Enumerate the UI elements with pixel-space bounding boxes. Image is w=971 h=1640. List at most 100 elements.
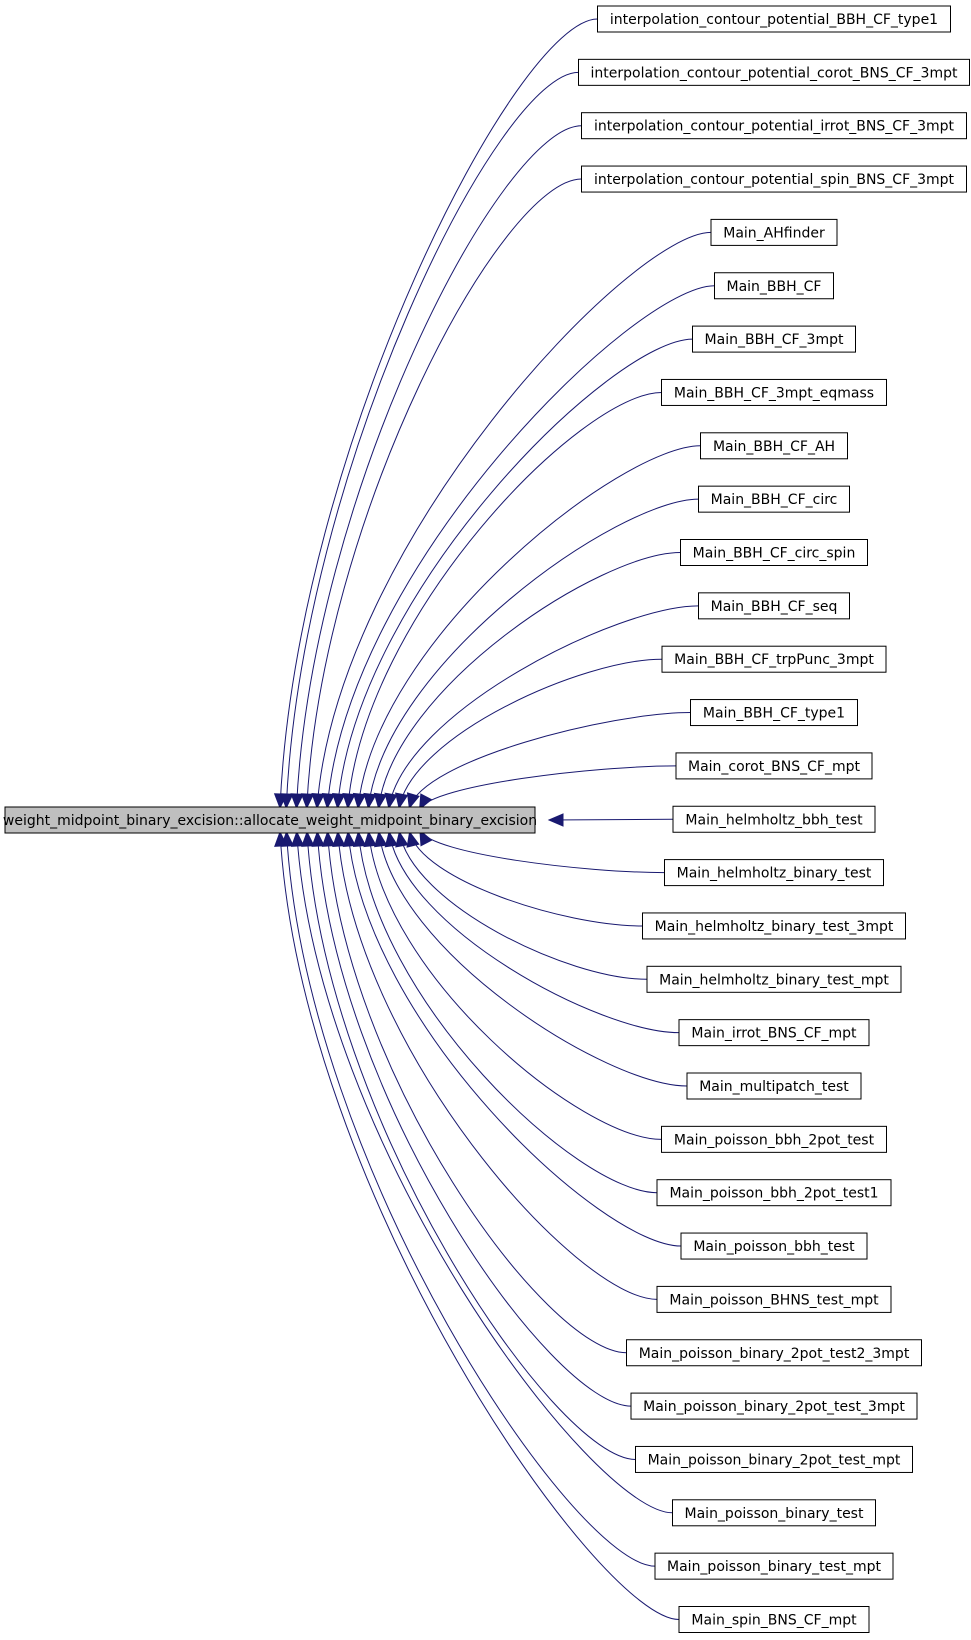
- call-edge: [337, 338, 693, 809]
- call-edge: [316, 831, 632, 1407]
- call-edge: [398, 831, 648, 980]
- call-edge: [347, 831, 682, 1247]
- caller-node[interactable]: Main_BBH_CF_trpPunc_3mpt: [661, 645, 887, 673]
- caller-node[interactable]: Main_AHfinder: [710, 218, 838, 246]
- caller-node[interactable]: Main_poisson_BHNS_test_mpt: [656, 1285, 892, 1313]
- caller-node[interactable]: Main_BBH_CF_circ_spin: [680, 539, 868, 566]
- caller-node-box: [581, 112, 967, 140]
- call-edge-arrowhead: [311, 830, 325, 847]
- call-edge-arrowhead: [331, 792, 346, 810]
- call-edge-arrowhead: [300, 793, 315, 810]
- caller-node-label: Main_helmholtz_bbh_test: [685, 812, 863, 828]
- call-edge-arrowhead: [352, 830, 367, 848]
- call-edge: [378, 552, 681, 809]
- call-edge-arrowhead: [352, 792, 367, 810]
- caller-node-label: Main_BBH_CF_AH: [713, 439, 835, 455]
- call-edge: [419, 830, 665, 874]
- caller-node[interactable]: Main_helmholtz_binary_test_3mpt: [642, 912, 906, 940]
- caller-node-box: [661, 645, 887, 673]
- root-node-label: weight_midpoint_binary_excision::allocat…: [3, 813, 537, 829]
- call-edge-arrowhead: [363, 830, 377, 848]
- caller-node[interactable]: interpolation_contour_potential_irrot_BN…: [581, 112, 967, 140]
- caller-node-label: Main_poisson_binary_2pot_test2_3mpt: [639, 1346, 910, 1362]
- caller-node-box: [581, 165, 967, 193]
- caller-node-label: Main_BBH_CF_trpPunc_3mpt: [674, 652, 874, 668]
- call-edge-arrowhead: [373, 792, 388, 810]
- caller-node-box: [692, 325, 856, 353]
- caller-node[interactable]: Main_corot_BNS_CF_mpt: [675, 752, 873, 780]
- caller-node-label: Main_multipatch_test: [699, 1079, 849, 1095]
- caller-node[interactable]: Main_helmholtz_binary_test: [664, 859, 884, 887]
- caller-node[interactable]: Main_BBH_CF: [714, 272, 834, 300]
- call-edge-arrowhead: [384, 792, 398, 810]
- caller-node-label: Main_BBH_CF_seq: [711, 599, 838, 615]
- caller-node[interactable]: Main_poisson_binary_2pot_test_mpt: [635, 1445, 913, 1473]
- caller-node[interactable]: Main_multipatch_test: [686, 1072, 862, 1100]
- caller-node[interactable]: Main_BBH_CF_circ: [698, 485, 850, 513]
- call-edge-arrowhead: [373, 830, 388, 848]
- call-edge-arrowhead: [363, 792, 377, 810]
- caller-node-label: interpolation_contour_potential_spin_BNS…: [594, 172, 955, 188]
- caller-node-box: [654, 1552, 894, 1580]
- call-edge: [286, 831, 656, 1567]
- caller-node[interactable]: Main_poisson_binary_test_mpt: [654, 1552, 894, 1580]
- caller-node-box: [635, 1445, 913, 1473]
- caller-node[interactable]: Main_spin_BNS_CF_mpt: [678, 1606, 870, 1633]
- caller-node[interactable]: Main_BBH_CF_3mpt: [692, 325, 856, 353]
- root-node[interactable]: weight_midpoint_binary_excision::allocat…: [3, 806, 537, 834]
- call-edge: [279, 831, 680, 1620]
- caller-node-label: Main_corot_BNS_CF_mpt: [688, 759, 861, 775]
- call-edge-arrowhead: [419, 793, 433, 811]
- call-edge-arrowhead: [332, 830, 346, 847]
- call-edge-arrowhead: [290, 830, 305, 847]
- caller-node-label: Main_poisson_binary_test: [685, 1506, 864, 1522]
- call-edge-arrowhead: [321, 793, 336, 810]
- call-edge-arrowhead: [290, 793, 304, 810]
- call-edge-arrowhead: [342, 792, 356, 810]
- caller-node[interactable]: Main_BBH_CF_AH: [700, 432, 848, 460]
- caller-node-label: Main_BBH_CF_3mpt: [705, 332, 844, 348]
- caller-node-box: [672, 1499, 876, 1527]
- call-edge: [419, 765, 677, 810]
- call-edge: [347, 391, 662, 809]
- caller-node-box: [626, 1339, 922, 1367]
- call-edge: [398, 658, 663, 809]
- caller-node[interactable]: Main_poisson_bbh_2pot_test: [661, 1125, 887, 1153]
- caller-node[interactable]: interpolation_contour_potential_corot_BN…: [578, 58, 970, 86]
- call-edge-arrowhead: [280, 793, 294, 810]
- caller-node[interactable]: Main_irrot_BNS_CF_mpt: [678, 1019, 870, 1047]
- caller-node-label: Main_poisson_bbh_test: [693, 1239, 855, 1255]
- call-edge: [306, 831, 636, 1460]
- caller-node-box: [678, 1606, 870, 1633]
- caller-node[interactable]: Main_BBH_CF_3mpt_eqmass: [661, 378, 887, 406]
- call-edge-arrowhead: [419, 829, 433, 847]
- caller-node[interactable]: Main_poisson_binary_2pot_test2_3mpt: [626, 1339, 922, 1367]
- call-edge: [357, 445, 701, 809]
- caller-node-label: interpolation_contour_potential_irrot_BN…: [594, 119, 955, 135]
- call-edge-arrowhead: [395, 830, 409, 848]
- caller-node[interactable]: interpolation_contour_potential_BBH_CF_t…: [597, 5, 951, 33]
- caller-node-label: Main_BBH_CF_type1: [703, 706, 845, 722]
- caller-node[interactable]: Main_poisson_binary_2pot_test_3mpt: [630, 1392, 918, 1420]
- caller-node[interactable]: interpolation_contour_potential_spin_BNS…: [581, 165, 967, 193]
- caller-node-box: [678, 1019, 870, 1047]
- call-edge: [337, 831, 658, 1300]
- caller-node-box: [680, 1232, 868, 1260]
- caller-node[interactable]: Main_poisson_bbh_test: [680, 1232, 868, 1260]
- caller-node-box: [698, 485, 850, 513]
- caller-node-box: [675, 752, 873, 780]
- caller-node-box: [680, 539, 868, 566]
- call-edge: [295, 125, 582, 809]
- call-edge: [279, 18, 598, 809]
- call-edge: [388, 605, 699, 809]
- caller-node[interactable]: Main_helmholtz_bbh_test: [672, 805, 876, 833]
- caller-node-label: Main_BBH_CF_circ_spin: [693, 546, 856, 562]
- caller-node[interactable]: Main_poisson_binary_test: [672, 1499, 876, 1527]
- call-edge-arrowhead: [321, 830, 336, 847]
- caller-node-label: interpolation_contour_potential_corot_BN…: [591, 65, 958, 81]
- caller-node[interactable]: Main_helmholtz_binary_test_mpt: [646, 965, 902, 993]
- call-edge: [388, 831, 680, 1034]
- caller-node[interactable]: Main_poisson_bbh_2pot_test1: [656, 1179, 892, 1207]
- caller-node[interactable]: Main_BBH_CF_seq: [698, 592, 850, 620]
- caller-node[interactable]: Main_BBH_CF_type1: [690, 699, 858, 727]
